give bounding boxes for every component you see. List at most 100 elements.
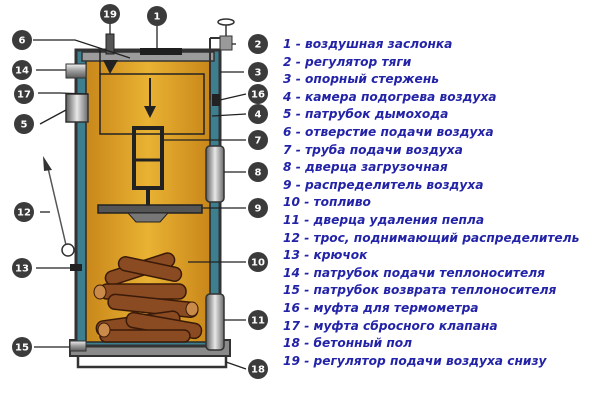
legend-text: дверца загрузочная [305,160,448,175]
callout-label: 19 [103,10,117,21]
legend-separator: - [291,37,306,51]
callout-circle [248,162,268,182]
callout-circle [12,258,32,278]
callout-1: 1 [147,6,167,26]
legend-separator: - [291,107,306,122]
callout-label: 7 [255,136,262,147]
callout-5: 5 [14,114,34,134]
callout-4: 4 [248,104,268,124]
callout-label: 9 [255,204,262,215]
callout-label: 2 [255,40,262,51]
legend-number: 4 [283,89,292,104]
legend-text: отверстие подачи воздуха [305,124,494,139]
callout-circle [147,6,167,26]
callout-circle [12,60,32,80]
legend-separator: - [291,177,306,192]
legend-item-5: 5 - патрубок дымохода [283,106,598,124]
callout-2: 2 [248,34,268,54]
legend-number: 3 [283,72,292,87]
callout-3: 3 [248,62,268,82]
legend-item-15: 15 - патрубок возврата теплоносителя [283,282,598,300]
legend-item-19: 19 - регулятор подачи воздуха снизу [283,353,598,371]
legend-text: воздушная заслонка [305,37,453,51]
callout-15: 15 [12,337,32,357]
hook [70,264,82,271]
legend-text: муфта сбросного клапана [313,318,498,333]
legend-number: 1 [283,37,292,51]
callout-circle [248,84,268,104]
legend-separator: - [299,300,314,315]
legend-item-16: 16 - муфта для термометра [283,300,598,318]
legend-text: муфта для термометра [313,300,479,315]
legend-text: трос, поднимающий распределитель [313,230,580,245]
ash-door [205,293,225,351]
callout-label: 10 [251,258,265,269]
legend-separator: - [291,160,306,175]
callout-circle [248,252,268,272]
callout-circle [248,130,268,150]
callout-label: 16 [251,90,265,101]
thermometer-sleeve [212,94,220,106]
leader-lines [33,22,247,370]
legend-text: патрубок возврата теплоносителя [313,283,557,298]
legend-separator: - [291,72,306,87]
legend-separator: - [299,212,314,227]
legend-number: 19 [283,353,300,368]
callout-circle [100,4,120,24]
legend-text: камера подогрева воздуха [305,89,497,104]
heat-supply-pipe [65,63,87,79]
callout-circle [14,202,34,222]
legend-separator: - [291,142,306,157]
legend-text: патрубок дымохода [305,107,449,122]
legend-number: 18 [283,336,300,351]
legend-text: регулятор тяги [305,54,412,69]
legend-item-12: 12 - трос, поднимающий распределитель [283,230,598,248]
callout-18: 18 [248,359,268,379]
legend-item-18: 18 - бетонный пол [283,335,598,353]
legend-number: 14 [283,265,300,280]
callout-16: 16 [248,84,268,104]
callout-label: 11 [251,316,265,327]
callout-label: 1 [154,12,161,23]
legend-number: 2 [283,54,292,69]
legend-number: 12 [283,230,300,245]
legend-item-8: 8 - дверца загрузочная [283,159,598,177]
cable-ring [61,243,75,257]
callout-circle [248,104,268,124]
legend-text: дверца удаления пепла [313,212,485,227]
legend-number: 16 [283,300,300,315]
legend-number: 8 [283,160,292,175]
callout-label: 4 [255,110,262,121]
legend-item-9: 9 - распределитель воздуха [283,177,598,195]
legend-separator: - [299,318,314,333]
chimney-pipe [65,93,89,123]
callout-7: 7 [248,130,268,150]
draft-regulator [219,35,233,51]
legend-text: труба подачи воздуха [305,142,463,157]
legend-separator: - [291,54,306,69]
loading-door [205,145,225,203]
legend-separator: - [299,195,314,210]
callout-13: 13 [12,258,32,278]
callout-label: 8 [255,168,262,179]
callout-circle [12,337,32,357]
callout-circle [248,34,268,54]
legend-text: бетонный пол [313,336,413,351]
legend-item-13: 13 - крючок [283,247,598,265]
legend-number: 6 [283,124,292,139]
legend-item-1: 1 - воздушная заслонка [283,36,598,54]
legend-item-2: 2 - регулятор тяги [283,54,598,72]
air-inlet-arrow [103,60,118,74]
callout-10: 10 [248,252,268,272]
callout-circle [12,30,32,50]
callout-label: 13 [15,264,29,275]
legend-item-11: 11 - дверца удаления пепла [283,212,598,230]
legend-number: 5 [283,107,292,122]
distributor-cone [126,212,170,223]
air-damper [140,48,182,55]
legend-item-4: 4 - камера подогрева воздуха [283,89,598,107]
